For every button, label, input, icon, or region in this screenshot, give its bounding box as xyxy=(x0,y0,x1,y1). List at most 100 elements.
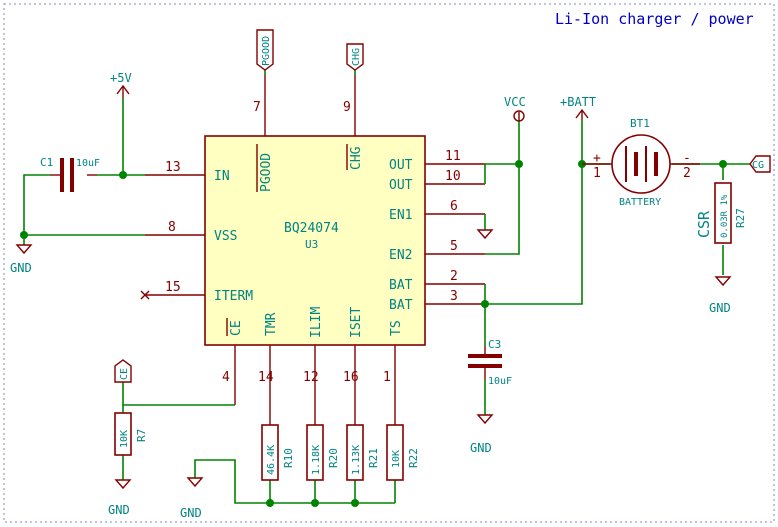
value-r21: 1.13K xyxy=(351,445,362,475)
ref-r22: R22 xyxy=(407,448,420,468)
label-pgood[interactable]: PGOOD xyxy=(256,29,274,71)
ref-r21: R21 xyxy=(367,448,380,468)
pin-name-out1: OUT xyxy=(389,158,413,173)
junctions xyxy=(20,160,727,507)
net-label-gnd: GND xyxy=(10,261,32,275)
pin-name-bat2: BAT xyxy=(389,298,413,313)
resistor-r10[interactable]: 46.4K R10 xyxy=(261,424,295,481)
value-r27: 0.03R 1% xyxy=(720,194,730,238)
net-label-gnd: GND xyxy=(108,503,130,517)
pin-num-in: 13 xyxy=(165,160,181,175)
net-label-pgood: PGOOD xyxy=(261,36,272,66)
junction xyxy=(719,160,727,168)
gnd-bus[interactable]: GND xyxy=(180,477,204,520)
junction xyxy=(481,300,489,308)
power-plus5v[interactable]: +5V xyxy=(110,71,132,98)
net-label-chg: CHG xyxy=(351,48,362,66)
pin-num-en2: 5 xyxy=(450,239,458,254)
pin-num-bat1: 2 xyxy=(450,269,458,284)
pin-name-vss: VSS xyxy=(214,229,237,244)
ref-r27: R27 xyxy=(734,208,747,228)
pin-name-bat1: BAT xyxy=(389,278,413,293)
pin-name-in: IN xyxy=(214,169,230,184)
no-connect-iterm xyxy=(140,290,150,300)
junction xyxy=(515,160,523,168)
ic-body xyxy=(204,135,426,346)
junction xyxy=(266,499,274,507)
ref-r7: R7 xyxy=(135,429,148,442)
capacitor-c3[interactable]: C3 10uF xyxy=(468,338,512,387)
pin-num-vss: 8 xyxy=(168,220,176,235)
bt1-pin2: 2 xyxy=(683,166,691,181)
pin-num-ilim: 12 xyxy=(303,370,319,385)
pin-num-iset: 16 xyxy=(343,370,359,385)
resistor-r27[interactable]: 0.03R 1% R27 CSR xyxy=(695,182,747,244)
pin-num-bat2: 3 xyxy=(450,289,458,304)
csr-label: CSR xyxy=(695,210,713,238)
junction xyxy=(20,231,28,239)
label-cg[interactable]: CG xyxy=(749,155,771,173)
pin-num-chg: 9 xyxy=(343,100,351,115)
pin-name-out2: OUT xyxy=(389,178,413,193)
value-r10: 46.4K xyxy=(266,445,277,475)
gnd-en1[interactable] xyxy=(476,229,494,240)
ref-c3: C3 xyxy=(488,338,501,351)
ic-u3[interactable]: BQ24074 U3 13 IN 8 VSS 15 ITERM 7 PGOOD … xyxy=(145,75,485,425)
junction xyxy=(351,499,359,507)
net-label-plus5v: +5V xyxy=(110,71,132,85)
value-bt1: BATTERY xyxy=(619,197,661,208)
pin-name-iterm: ITERM xyxy=(214,289,253,304)
ref-r20: R20 xyxy=(327,448,340,468)
resistor-r21[interactable]: 1.13K R21 xyxy=(346,424,380,481)
resistor-r7[interactable]: 10K R7 xyxy=(114,412,148,456)
pin-name-tmr: TMR xyxy=(264,312,279,336)
gnd-left[interactable]: GND xyxy=(10,244,33,275)
label-chg[interactable]: CHG xyxy=(346,43,364,71)
power-vcc[interactable]: VCC xyxy=(504,95,526,122)
pin-num-out1: 11 xyxy=(445,149,461,164)
value-r22: 10K xyxy=(391,450,402,468)
ic-ref: U3 xyxy=(305,238,318,251)
bt1-plus: + xyxy=(593,151,601,166)
pin-num-tmr: 14 xyxy=(258,370,274,385)
net-label-gnd: GND xyxy=(180,506,202,520)
label-ce[interactable]: CE xyxy=(114,359,132,383)
power-batt[interactable]: +BATT xyxy=(560,95,596,120)
net-label-cg: CG xyxy=(752,160,764,171)
gnd-r27[interactable]: GND xyxy=(709,276,732,315)
sheet-frame xyxy=(3,3,775,523)
net-label-gnd: GND xyxy=(709,301,731,315)
pin-name-pgood: PGOOD xyxy=(259,153,274,192)
ic-name: BQ24074 xyxy=(284,221,339,236)
bt1-minus: - xyxy=(683,151,691,166)
battery-bt1[interactable]: BT1 BATTERY + 1 - 2 xyxy=(582,117,700,208)
pin-name-ts: TS xyxy=(389,320,404,336)
gnd-c3[interactable]: GND xyxy=(470,414,494,455)
resistor-r20[interactable]: 1.18K R20 xyxy=(306,424,340,481)
pin-num-iterm: 15 xyxy=(165,280,181,295)
resistor-r22[interactable]: 10K R22 xyxy=(386,424,420,481)
pin-name-en2: EN2 xyxy=(389,248,412,263)
net-label-gnd: GND xyxy=(470,441,492,455)
pin-num-en1: 6 xyxy=(450,199,458,214)
value-r20: 1.18K xyxy=(311,445,322,475)
pin-name-chg: CHG xyxy=(349,146,364,170)
capacitor-c1[interactable]: C1 10uF xyxy=(40,156,100,192)
pin-num-out2: 10 xyxy=(445,169,461,184)
ref-r10: R10 xyxy=(282,448,295,468)
junction xyxy=(311,499,319,507)
bt1-pin1: 1 xyxy=(593,166,601,181)
pin-name-ce: CE xyxy=(229,320,244,336)
pin-num-pgood: 7 xyxy=(253,100,261,115)
pin-name-iset: ISET xyxy=(349,307,364,338)
pin-name-ilim: ILIM xyxy=(309,307,324,338)
pin-num-ce: 4 xyxy=(222,370,230,385)
gnd-r7[interactable]: GND xyxy=(108,479,132,517)
net-label-ce: CE xyxy=(119,368,130,380)
value-r7: 10K xyxy=(119,430,130,448)
value-c1: 10uF xyxy=(76,158,100,169)
junction xyxy=(119,171,127,179)
net-label-batt: +BATT xyxy=(560,95,596,109)
net-label-vcc: VCC xyxy=(504,95,526,109)
